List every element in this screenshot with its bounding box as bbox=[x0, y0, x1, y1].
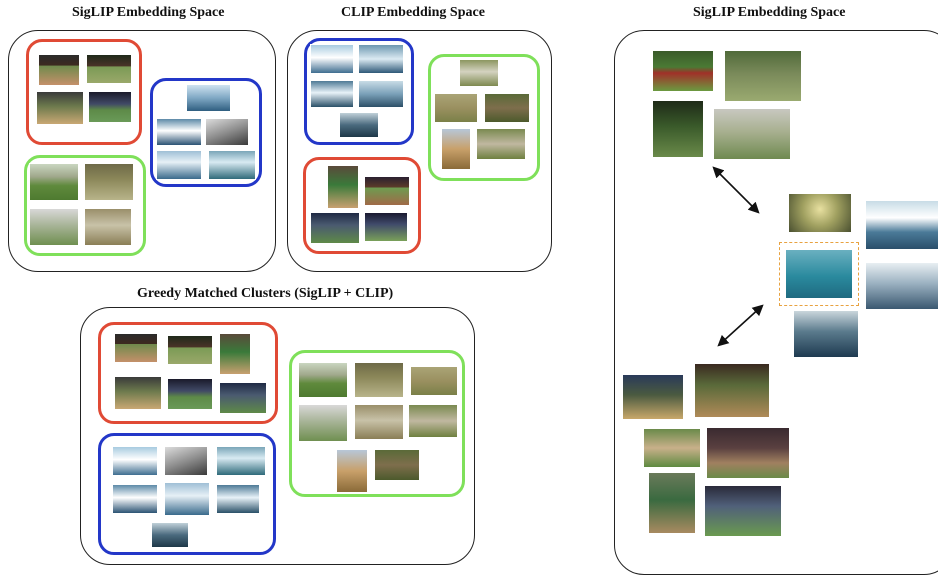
thumbnail bbox=[36, 91, 84, 125]
thumbnail bbox=[84, 208, 132, 246]
thumbnail bbox=[86, 54, 132, 84]
thumbnail bbox=[310, 80, 354, 108]
thumbnail bbox=[364, 176, 410, 206]
thumbnail bbox=[410, 366, 458, 396]
thumbnail bbox=[84, 163, 134, 201]
thumbnail bbox=[358, 44, 404, 74]
thumbnail bbox=[327, 165, 359, 209]
clip-title: CLIP Embedding Space bbox=[341, 5, 485, 20]
thumbnail bbox=[704, 485, 782, 537]
thumbnail bbox=[208, 150, 256, 180]
thumbnail bbox=[788, 193, 852, 233]
thumbnail bbox=[216, 446, 266, 476]
thumbnail bbox=[114, 376, 162, 410]
thumbnail bbox=[38, 54, 80, 86]
cluster-surfing bbox=[98, 433, 276, 555]
thumbnail bbox=[652, 100, 704, 158]
double-arrow-surfing-baseball bbox=[717, 304, 764, 347]
thumbnail bbox=[724, 50, 802, 102]
thumbnail bbox=[441, 128, 471, 170]
thumbnail bbox=[354, 362, 404, 398]
cluster-sheep bbox=[428, 54, 540, 181]
thumbnail bbox=[865, 262, 938, 310]
thumbnail bbox=[484, 93, 530, 123]
thumbnail bbox=[29, 163, 79, 201]
thumbnail bbox=[643, 428, 701, 468]
thumbnail bbox=[310, 212, 360, 244]
greedy-title: Greedy Matched Clusters (SigLIP + CLIP) bbox=[137, 286, 394, 301]
cluster-baseball bbox=[98, 322, 278, 424]
cluster-surfing bbox=[304, 38, 414, 145]
thumbnail bbox=[408, 404, 458, 438]
thumbnail bbox=[434, 93, 478, 123]
siglip-right-title: SigLIP Embedding Space bbox=[693, 5, 846, 20]
thumbnail bbox=[156, 150, 202, 180]
thumbnail bbox=[167, 378, 213, 410]
thumbnail bbox=[648, 472, 696, 534]
thumbnail bbox=[459, 59, 499, 87]
thumbnail bbox=[374, 449, 420, 481]
thumbnail bbox=[298, 362, 348, 398]
thumbnail bbox=[164, 482, 210, 516]
thumbnail bbox=[354, 404, 404, 440]
thumbnail bbox=[694, 363, 770, 418]
thumbnail bbox=[793, 310, 859, 358]
thumbnail bbox=[358, 80, 404, 108]
thumbnail bbox=[706, 427, 790, 479]
thumbnail bbox=[114, 333, 158, 363]
thumbnail bbox=[112, 484, 158, 514]
thumbnail bbox=[339, 112, 379, 138]
thumbnail bbox=[88, 91, 132, 123]
thumbnail bbox=[785, 249, 853, 299]
thumbnail bbox=[29, 208, 79, 246]
focus-image-frame bbox=[779, 242, 859, 306]
cluster-surfing bbox=[150, 78, 262, 187]
thumbnail bbox=[476, 128, 526, 160]
thumbnail bbox=[622, 374, 684, 420]
thumbnail bbox=[216, 484, 260, 514]
thumbnail bbox=[205, 118, 249, 146]
thumbnail bbox=[112, 446, 158, 476]
thumbnail bbox=[865, 200, 938, 250]
thumbnail bbox=[219, 382, 267, 414]
thumbnail bbox=[219, 333, 251, 375]
siglip-left-title: SigLIP Embedding Space bbox=[72, 5, 225, 20]
thumbnail bbox=[156, 118, 202, 146]
thumbnail bbox=[167, 335, 213, 365]
cluster-baseball bbox=[303, 157, 421, 254]
double-arrow-frisbee-surfing bbox=[712, 166, 760, 214]
thumbnail bbox=[713, 108, 791, 160]
thumbnail bbox=[164, 446, 208, 476]
thumbnail bbox=[364, 212, 408, 242]
cluster-sheep bbox=[289, 350, 465, 497]
thumbnail bbox=[151, 522, 189, 548]
thumbnail bbox=[186, 84, 231, 112]
cluster-sheep bbox=[24, 155, 146, 256]
thumbnail bbox=[652, 50, 714, 92]
thumbnail bbox=[310, 44, 354, 74]
thumbnail bbox=[298, 404, 348, 442]
cluster-baseball bbox=[26, 39, 142, 145]
thumbnail bbox=[336, 449, 368, 493]
